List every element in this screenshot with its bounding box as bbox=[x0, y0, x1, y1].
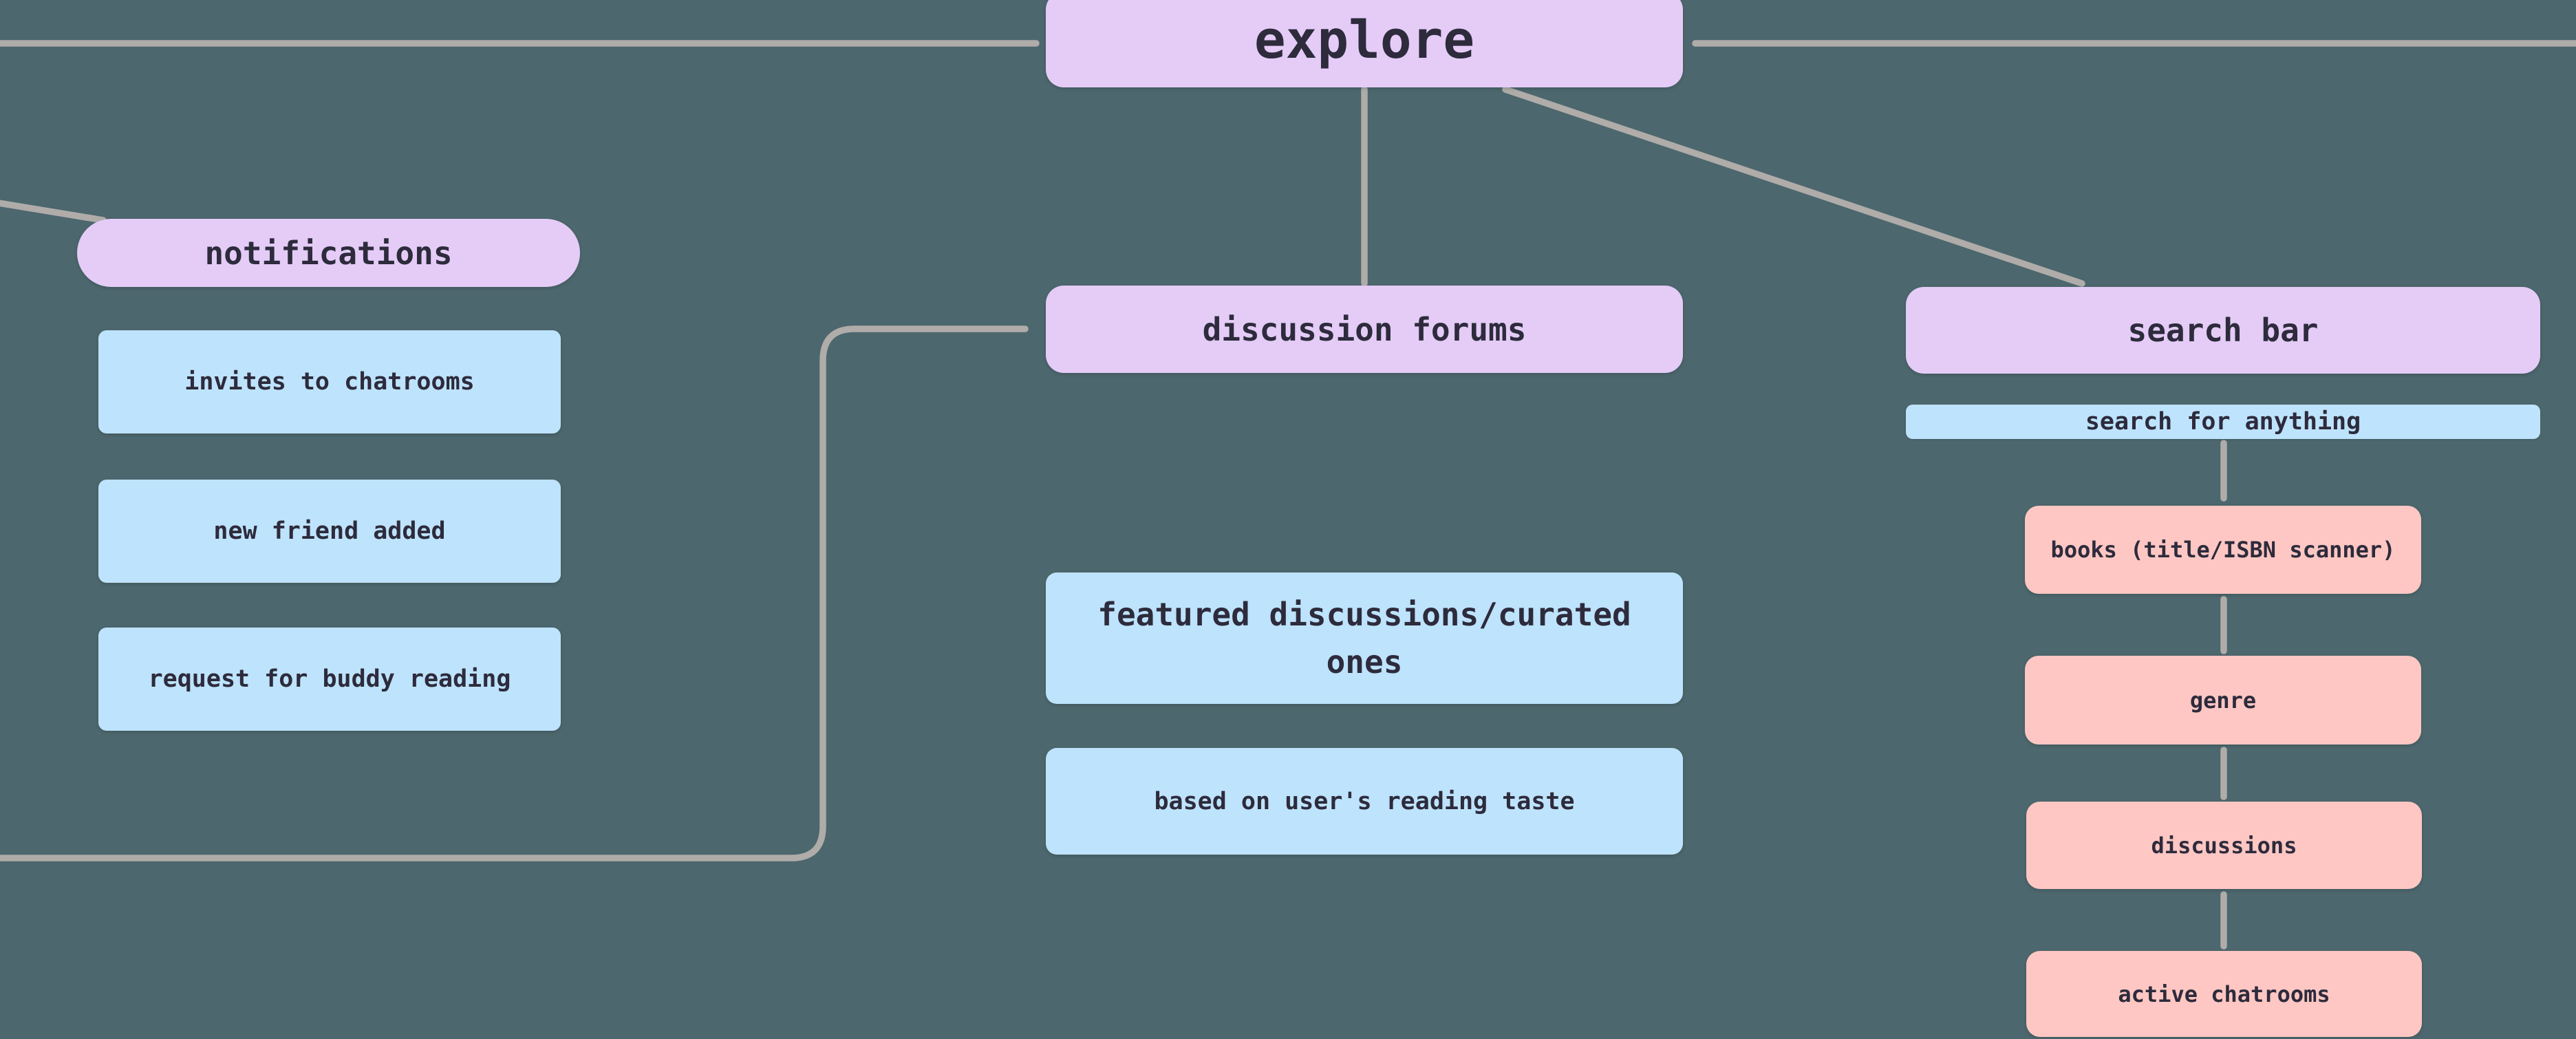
node-genre[interactable]: genre bbox=[2025, 656, 2421, 745]
node-new-friend-added[interactable]: new friend added bbox=[98, 480, 561, 583]
node-request-buddy-reading[interactable]: request for buddy reading bbox=[98, 628, 561, 731]
connector-explore-to-search-bar[interactable] bbox=[1502, 86, 2085, 287]
node-notifications[interactable]: notifications bbox=[77, 219, 580, 287]
node-forums-label: discussion forums bbox=[1202, 310, 1527, 348]
node-notifications-label: notifications bbox=[204, 234, 453, 272]
node-chatrooms-label: active chatrooms bbox=[2118, 981, 2330, 1007]
node-books-label: books (title/ISBN scanner) bbox=[2050, 537, 2396, 563]
node-explore-label: explore bbox=[1254, 9, 1475, 70]
node-discussions[interactable]: discussions bbox=[2026, 802, 2422, 889]
node-explore[interactable]: explore bbox=[1046, 0, 1683, 87]
node-books-isbn-scanner[interactable]: books (title/ISBN scanner) bbox=[2025, 506, 2421, 594]
node-featured-label: featured discussions/curated ones bbox=[1097, 595, 1631, 681]
node-search-label: search bar bbox=[2127, 312, 2319, 349]
node-active-chatrooms[interactable]: active chatrooms bbox=[2026, 951, 2422, 1037]
node-discussion-forums[interactable]: discussion forums bbox=[1046, 286, 1683, 373]
node-search-for-anything[interactable]: search for anything bbox=[1906, 405, 2540, 439]
node-new-friend-label: new friend added bbox=[213, 517, 446, 545]
node-search-bar[interactable]: search bar bbox=[1906, 287, 2540, 374]
node-featured-discussions[interactable]: featured discussions/curated ones bbox=[1046, 572, 1683, 704]
node-discussions-label: discussions bbox=[2151, 832, 2297, 859]
node-genre-label: genre bbox=[2189, 687, 2257, 714]
connector-elbow-to-forums[interactable] bbox=[0, 325, 1029, 861]
node-invites-to-chatrooms[interactable]: invites to chatrooms bbox=[98, 330, 561, 433]
node-search-input-label: search for anything bbox=[2085, 408, 2361, 436]
node-based-label: based on user's reading taste bbox=[1154, 787, 1575, 815]
node-based-on-reading-taste[interactable]: based on user's reading taste bbox=[1046, 748, 1683, 855]
node-invites-label: invites to chatrooms bbox=[184, 368, 475, 396]
node-buddy-label: request for buddy reading bbox=[148, 665, 511, 693]
connector-edge-to-notifications[interactable] bbox=[0, 200, 107, 224]
